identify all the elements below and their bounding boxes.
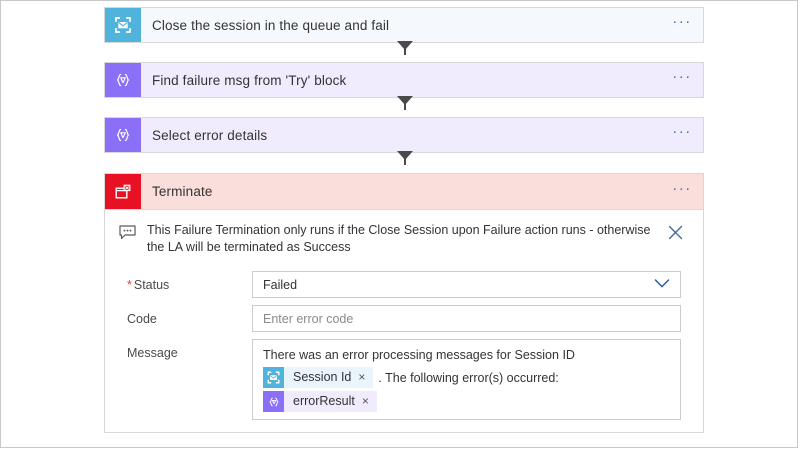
token-error-result[interactable]: errorResult × bbox=[263, 391, 377, 412]
terminate-title: Terminate bbox=[152, 184, 213, 199]
action-card-title: Select error details bbox=[152, 127, 268, 143]
status-value: Failed bbox=[263, 277, 298, 292]
comment-bubble-icon bbox=[119, 222, 145, 245]
code-input[interactable]: Enter error code bbox=[252, 305, 681, 332]
token-remove-icon[interactable]: × bbox=[358, 370, 366, 384]
field-row-code: Code Enter error code bbox=[105, 305, 703, 332]
expression-variable-icon bbox=[105, 63, 141, 97]
action-card-title: Close the session in the queue and fail bbox=[152, 17, 390, 33]
message-line-3: errorResult × bbox=[263, 391, 670, 412]
terminate-overflow-menu[interactable]: ··· bbox=[672, 179, 692, 197]
service-bus-session-icon bbox=[105, 8, 141, 42]
message-line-1: There was an error processing messages f… bbox=[263, 346, 670, 364]
field-row-status: *Status Failed bbox=[105, 271, 703, 298]
code-label: Code bbox=[127, 312, 157, 326]
connector-arrow bbox=[397, 96, 413, 105]
action-card-close-session[interactable]: Close the session in the queue and fail … bbox=[104, 7, 704, 43]
status-label: *Status bbox=[127, 271, 252, 292]
token-remove-icon[interactable]: × bbox=[361, 394, 369, 408]
action-overflow-menu[interactable]: ··· bbox=[672, 123, 692, 140]
expression-variable-icon bbox=[263, 391, 284, 412]
message-label: Message bbox=[127, 346, 178, 360]
message-text: There was an error processing messages f… bbox=[263, 348, 575, 362]
comment-text: This Failure Termination only runs if th… bbox=[147, 223, 651, 254]
action-overflow-menu[interactable]: ··· bbox=[672, 13, 692, 30]
connector-arrow bbox=[397, 151, 413, 160]
token-label: Session Id bbox=[293, 370, 352, 384]
comment-row: This Failure Termination only runs if th… bbox=[105, 210, 703, 264]
action-card-title: Find failure msg from 'Try' block bbox=[152, 72, 347, 88]
action-card-select-error-details[interactable]: Select error details ··· bbox=[104, 117, 704, 153]
message-input[interactable]: There was an error processing messages f… bbox=[252, 339, 681, 420]
token-label: errorResult bbox=[293, 394, 355, 408]
terminate-icon bbox=[105, 174, 141, 209]
required-marker: * bbox=[127, 278, 132, 292]
status-label-text: Status bbox=[133, 278, 170, 292]
action-card-find-failure-msg[interactable]: Find failure msg from 'Try' block ··· bbox=[104, 62, 704, 98]
expression-variable-icon bbox=[105, 118, 141, 152]
action-card-terminate[interactable]: Terminate ··· This Failure Termination o… bbox=[104, 173, 704, 433]
chevron-down-icon bbox=[654, 278, 670, 292]
close-icon[interactable] bbox=[667, 222, 691, 246]
service-bus-session-icon bbox=[263, 367, 284, 388]
message-line-2: Session Id × . The following error(s) oc… bbox=[263, 367, 670, 388]
connector-arrow bbox=[397, 41, 413, 50]
terminate-header[interactable]: Terminate ··· bbox=[105, 174, 703, 210]
token-session-id[interactable]: Session Id × bbox=[263, 367, 374, 388]
status-select[interactable]: Failed bbox=[252, 271, 681, 298]
message-text: . The following error(s) occurred: bbox=[378, 370, 559, 385]
field-row-message: Message There was an error processing me… bbox=[105, 339, 703, 420]
action-overflow-menu[interactable]: ··· bbox=[672, 68, 692, 85]
